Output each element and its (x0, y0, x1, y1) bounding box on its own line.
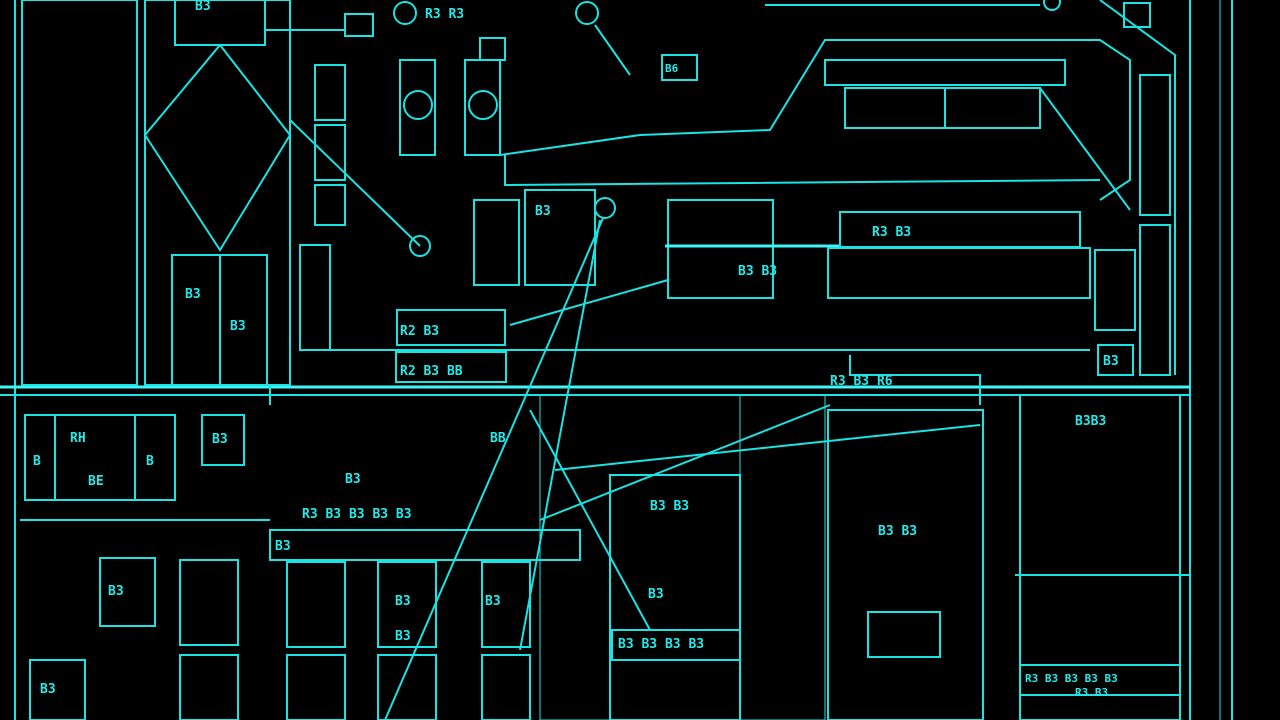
label-bottom-right-2: R3 B3 (1075, 686, 1108, 699)
label-small-box: B3 (108, 584, 124, 599)
label-busbar: B3 (345, 472, 361, 487)
label-lower-mid-row: B3 B3 B3 B3 (618, 637, 704, 652)
label-coil-pair: R3 R3 (425, 7, 464, 22)
diagonal-wires (384, 217, 981, 720)
lower-left-section (20, 414, 270, 720)
label-lower-right-tag: B3 (648, 587, 664, 602)
outer-frame (0, 0, 1233, 720)
label-row-box-3: B3 (485, 594, 501, 609)
label-left-box-b: BE (88, 474, 104, 489)
label-lower-mid-tag: B3 B3 (650, 499, 689, 514)
left-hatched-panel (21, 0, 292, 386)
label-grille-tag: B3 B3 (738, 264, 777, 279)
label-mid-3: BB (490, 431, 506, 446)
label-center-pair: B3 (535, 204, 551, 219)
right-horizontal-panel (827, 74, 1171, 376)
label-left-box-d: B (146, 454, 154, 469)
lower-right-blocks (539, 355, 1190, 720)
top-controls (265, 0, 1151, 76)
label-top-panel: B3 (195, 0, 211, 14)
label-right-header: B3B3 (1075, 414, 1106, 429)
grille-block (665, 199, 840, 299)
label-far-right: B3 (1103, 354, 1119, 369)
label-left-small-1: B3 (185, 287, 201, 302)
middle-boxes (269, 244, 1134, 405)
label-left-box-a: RH (70, 431, 86, 446)
label-right-tag: R3 B3 R6 (830, 374, 893, 389)
label-row-box-2: B3 (395, 594, 411, 609)
label-junction: B6 (665, 62, 679, 75)
label-bus-row: R3 B3 B3 B3 B3 (302, 507, 412, 522)
label-bottom-right-1: R3 B3 B3 B3 B3 (1025, 672, 1118, 685)
label-row-box-4: B3 (395, 629, 411, 644)
coil-assembly (289, 37, 698, 286)
label-left-small-2: B3 (230, 319, 246, 334)
label-mid-1: R2 B3 (400, 324, 439, 339)
lower-component-row (179, 529, 581, 720)
label-bottom-left: B3 (40, 682, 56, 697)
label-left-box-c: B (33, 454, 41, 469)
label-small-box-2: B3 (212, 432, 228, 447)
label-row-box-1: B3 (275, 539, 291, 554)
upper-right-panel (499, 0, 1176, 375)
label-mid-2: R2 B3 BB (400, 364, 463, 379)
label-panel-tag: R3 B3 (872, 225, 911, 240)
label-lower-right-tag2: B3 B3 (878, 524, 917, 539)
